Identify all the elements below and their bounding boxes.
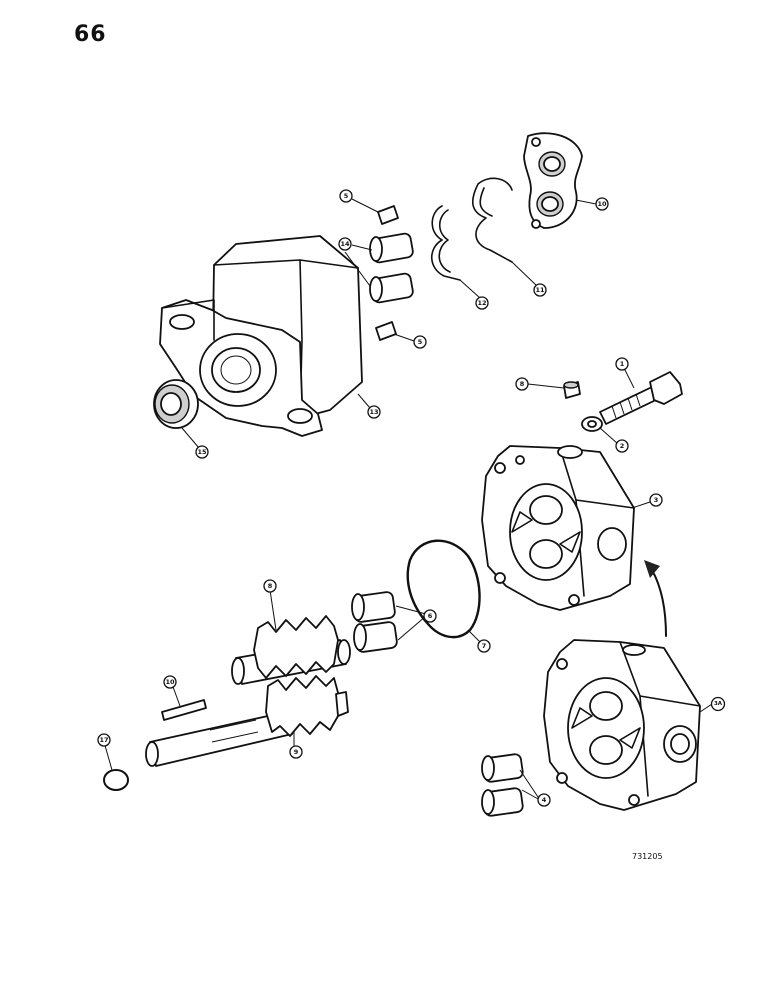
idler-gear-part bbox=[231, 615, 351, 685]
dowel-pin-lower bbox=[375, 321, 397, 341]
callout-9: 9 bbox=[289, 745, 303, 759]
wear-plate-part bbox=[523, 132, 583, 229]
svg-text:12: 12 bbox=[477, 299, 486, 307]
svg-text:2: 2 bbox=[620, 442, 625, 450]
svg-text:1: 1 bbox=[620, 360, 625, 368]
svg-text:8: 8 bbox=[520, 380, 525, 388]
svg-text:11: 11 bbox=[535, 286, 545, 294]
callout-4-lower: 4 bbox=[537, 793, 551, 807]
seal-ring-12 bbox=[430, 205, 461, 281]
callout-5-lower: 5 bbox=[413, 335, 427, 349]
alternate-cover-arrow bbox=[644, 560, 667, 637]
callout-1: 1 bbox=[615, 357, 629, 371]
gasket-part bbox=[406, 539, 481, 639]
svg-text:10: 10 bbox=[597, 200, 607, 208]
pipe-plug-part bbox=[563, 381, 581, 399]
snap-ring-part bbox=[103, 769, 129, 791]
dowel-pin-upper bbox=[377, 205, 399, 225]
callout-10-upper: 10 bbox=[595, 197, 609, 211]
bushing-4-upper bbox=[481, 753, 524, 783]
washer-part bbox=[581, 416, 603, 432]
callout-10-lower: 10 bbox=[163, 675, 177, 689]
cap-screw-part bbox=[599, 371, 683, 425]
svg-text:5: 5 bbox=[418, 338, 423, 346]
shaft-seal-part bbox=[153, 379, 199, 429]
bushing-4-lower bbox=[481, 787, 524, 817]
svg-text:4: 4 bbox=[542, 796, 547, 804]
svg-text:3: 3 bbox=[654, 496, 659, 504]
svg-text:13: 13 bbox=[369, 408, 378, 416]
pump-cover-part bbox=[481, 445, 635, 611]
bushing-lower bbox=[369, 272, 414, 304]
callout-8-lower: 8 bbox=[263, 579, 277, 593]
callout-12: 12 bbox=[475, 296, 489, 310]
svg-text:9: 9 bbox=[294, 748, 299, 756]
svg-text:5: 5 bbox=[344, 192, 349, 200]
callout-2: 2 bbox=[615, 439, 629, 453]
leader-lines bbox=[103, 198, 713, 801]
svg-text:8: 8 bbox=[268, 582, 273, 590]
callout-17: 17 bbox=[97, 733, 111, 747]
page-number: 66 bbox=[74, 22, 107, 47]
callout-14: 14 bbox=[338, 237, 352, 251]
callout-13: 13 bbox=[367, 405, 381, 419]
svg-text:15: 15 bbox=[197, 448, 207, 456]
callout-3a: 3A bbox=[710, 696, 726, 712]
callout-6: 6 bbox=[423, 609, 437, 623]
callout-15: 15 bbox=[195, 445, 209, 459]
drive-gear-part bbox=[145, 675, 349, 767]
callout-7: 7 bbox=[477, 639, 491, 653]
figure-code: 731205 bbox=[632, 852, 663, 861]
svg-text:7: 7 bbox=[482, 642, 487, 650]
svg-text:14: 14 bbox=[340, 240, 350, 248]
seal-ring-11 bbox=[471, 177, 513, 263]
callout-5-upper: 5 bbox=[339, 189, 353, 203]
callout-11: 11 bbox=[533, 283, 547, 297]
bushing-upper bbox=[369, 232, 414, 264]
callout-3: 3 bbox=[649, 493, 663, 507]
bushing-6-lower bbox=[353, 621, 398, 653]
svg-text:17: 17 bbox=[99, 736, 108, 744]
callout-8-upper: 8 bbox=[515, 377, 529, 391]
svg-text:3A: 3A bbox=[714, 701, 723, 707]
svg-text:10: 10 bbox=[165, 678, 175, 686]
svg-text:6: 6 bbox=[428, 612, 433, 620]
shaft-key-part bbox=[161, 699, 207, 721]
pump-body-part bbox=[159, 235, 363, 437]
bushing-6-upper bbox=[351, 591, 396, 623]
alternate-cover-part bbox=[543, 639, 701, 811]
